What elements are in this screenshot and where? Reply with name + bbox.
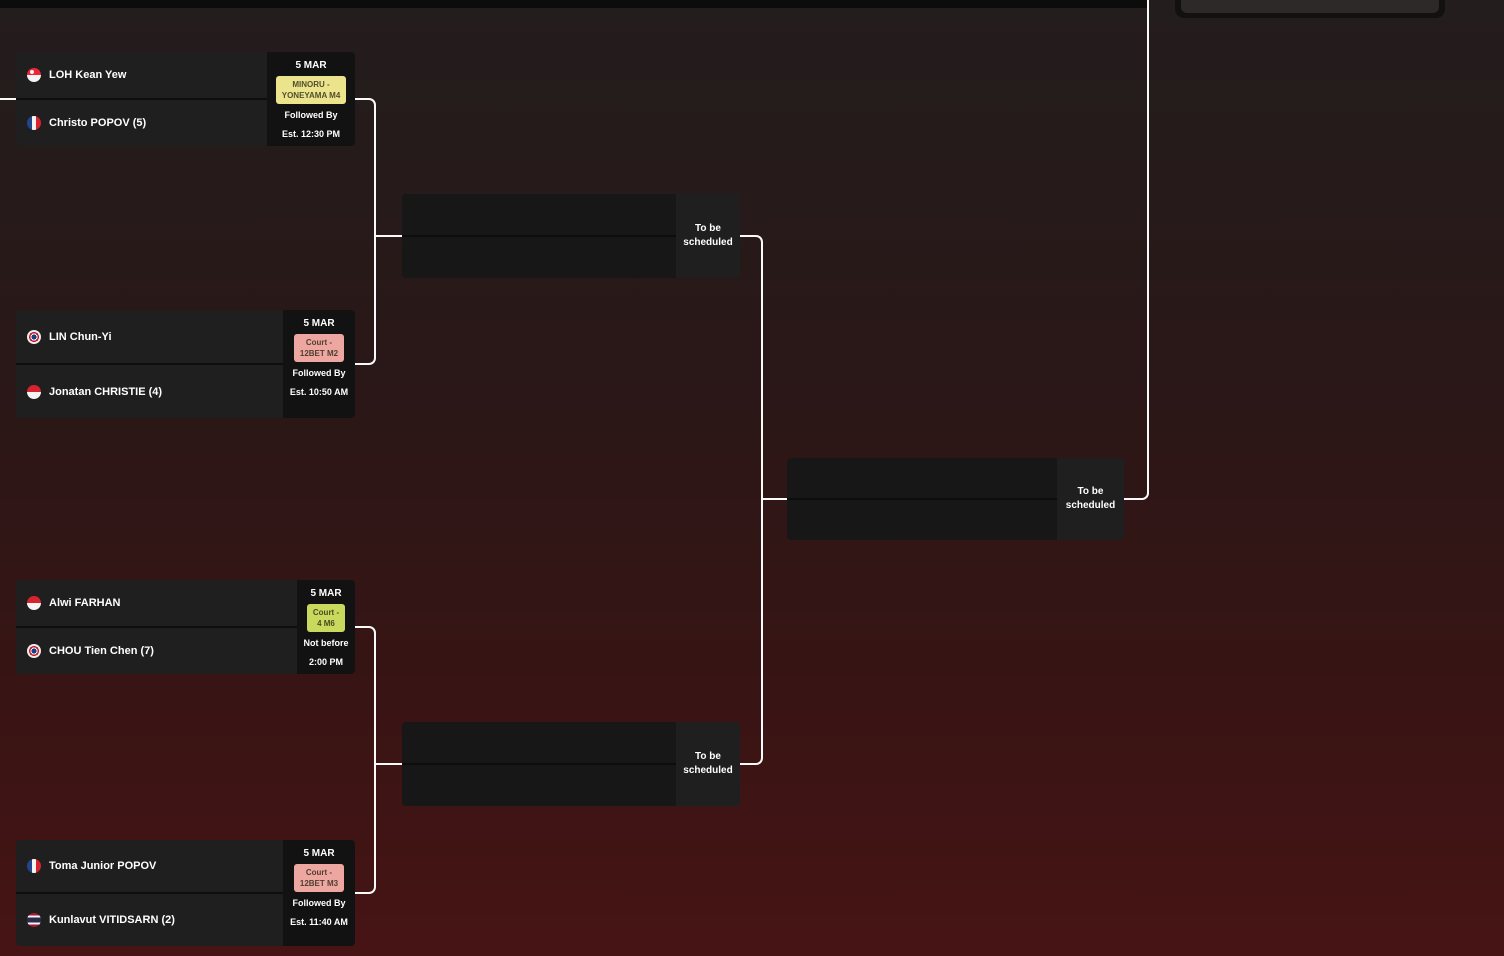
- players-column: LOH Kean Yew Christo POPOV (5): [16, 52, 267, 146]
- court-badge: Court - 4 M6: [306, 604, 346, 633]
- player-name: LIN Chun-Yi: [49, 330, 112, 343]
- match-date: 5 MAR: [303, 848, 335, 859]
- court-badge-line1: Court -: [305, 868, 333, 877]
- court-badge-line1: Court -: [305, 338, 333, 347]
- player-name: Toma Junior POPOV: [49, 860, 157, 872]
- player-name: CHOU Tien Chen (7): [49, 645, 154, 657]
- court-badge-line2: 12BET M3: [299, 879, 339, 889]
- player-row[interactable]: Christo POPOV (5): [16, 98, 267, 146]
- flag-icon: [27, 116, 41, 130]
- schedule-column: 5 MAR Court - 12BET M3 Followed By Est. …: [283, 840, 355, 946]
- match-card-qf-2[interactable]: To be scheduled: [402, 722, 740, 806]
- empty-player-slot: [402, 763, 676, 806]
- schedule-note: Followed By: [284, 110, 338, 121]
- match-status: To be scheduled: [1057, 458, 1124, 540]
- flag-icon: [27, 644, 41, 658]
- court-badge-line1: Court -: [312, 608, 340, 617]
- match-status: To be scheduled: [676, 194, 740, 278]
- match-card-r16-3[interactable]: Alwi FARHAN CHOU Tien Chen (7) 5 MAR Cou…: [16, 580, 355, 674]
- flag-icon: [27, 68, 41, 82]
- schedule-time: Est. 10:50 AM: [289, 386, 349, 397]
- match-status: To be scheduled: [676, 722, 740, 806]
- court-badge: MINORU - YONEYAMA M4: [275, 76, 347, 105]
- match-card-r16-1[interactable]: LOH Kean Yew Christo POPOV (5) 5 MAR MIN…: [16, 52, 355, 146]
- empty-player-slot: [787, 498, 1057, 540]
- court-badge-line2: 12BET M2: [299, 349, 339, 359]
- schedule-time: 2:00 PM: [308, 656, 343, 667]
- empty-player-slot: [402, 194, 676, 235]
- schedule-note: Followed By: [292, 898, 346, 909]
- flag-icon: [27, 329, 41, 344]
- match-card-sf[interactable]: To be scheduled: [787, 458, 1124, 540]
- schedule-note: Not before: [303, 638, 349, 649]
- player-row[interactable]: Alwi FARHAN: [16, 580, 297, 626]
- schedule-time: Est. 11:40 AM: [290, 916, 348, 927]
- match-card-r16-2[interactable]: LIN Chun-Yi Jonatan CHRISTIE (4) 5 MAR C…: [16, 310, 355, 418]
- players-column-empty: [402, 194, 676, 278]
- match-date: 5 MAR: [295, 60, 327, 71]
- final-card-edge-inner: [1181, 0, 1439, 13]
- empty-player-slot: [402, 722, 676, 763]
- player-row[interactable]: Toma Junior POPOV: [16, 840, 283, 892]
- match-card-r16-4[interactable]: Toma Junior POPOV Kunlavut VITIDSARN (2)…: [16, 840, 355, 946]
- players-column-empty: [402, 722, 676, 806]
- court-badge: Court - 12BET M3: [293, 864, 345, 893]
- court-badge: Court - 12BET M2: [293, 334, 345, 363]
- players-column: Toma Junior POPOV Kunlavut VITIDSARN (2): [16, 840, 283, 946]
- player-name: Alwi FARHAN: [49, 597, 121, 609]
- match-date: 5 MAR: [310, 588, 342, 599]
- players-column: Alwi FARHAN CHOU Tien Chen (7): [16, 580, 297, 674]
- schedule-column: 5 MAR MINORU - YONEYAMA M4 Followed By E…: [267, 52, 355, 146]
- player-name: LOH Kean Yew: [49, 69, 127, 81]
- schedule-column: 5 MAR Court - 4 M6 Not before 2:00 PM: [297, 580, 355, 674]
- player-row[interactable]: CHOU Tien Chen (7): [16, 626, 297, 674]
- schedule-column: 5 MAR Court - 12BET M2 Followed By Est. …: [283, 310, 355, 418]
- court-badge-line2: YONEYAMA M4: [281, 91, 341, 101]
- player-name: Christo POPOV (5): [49, 117, 147, 129]
- empty-player-slot: [402, 235, 676, 278]
- schedule-time: Est. 12:30 PM: [281, 128, 341, 139]
- flag-icon: [27, 859, 41, 873]
- player-row[interactable]: Jonatan CHRISTIE (4): [16, 363, 283, 418]
- player-name: Jonatan CHRISTIE (4): [49, 385, 163, 398]
- match-date: 5 MAR: [303, 318, 335, 329]
- player-row[interactable]: LOH Kean Yew: [16, 52, 267, 98]
- court-badge-line2: 4 M6: [317, 619, 335, 629]
- upper-bracket-edge: [0, 0, 1148, 8]
- player-row[interactable]: LIN Chun-Yi: [16, 310, 283, 363]
- schedule-note: Followed By: [292, 368, 346, 379]
- players-column: LIN Chun-Yi Jonatan CHRISTIE (4): [16, 310, 283, 418]
- empty-player-slot: [787, 458, 1057, 498]
- flag-icon: [27, 384, 41, 399]
- flag-icon: [27, 913, 41, 927]
- court-badge-line1: MINORU -: [292, 80, 330, 89]
- match-card-qf-1[interactable]: To be scheduled: [402, 194, 740, 278]
- player-name: Kunlavut VITIDSARN (2): [49, 914, 175, 926]
- flag-icon: [27, 596, 41, 610]
- final-card-edge[interactable]: [1175, 0, 1445, 18]
- player-row[interactable]: Kunlavut VITIDSARN (2): [16, 892, 283, 946]
- players-column-empty: [787, 458, 1057, 540]
